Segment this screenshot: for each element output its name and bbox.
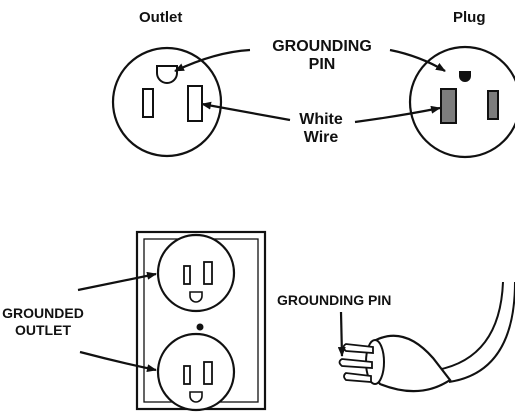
plug-blade-wide bbox=[440, 88, 457, 124]
arrow-grounding-to-plug bbox=[389, 48, 446, 72]
arrow-whitewire-to-plug bbox=[354, 105, 441, 124]
plug-blade-narrow bbox=[487, 90, 499, 120]
plug-ground-pin bbox=[459, 71, 471, 82]
wall-plate bbox=[135, 230, 267, 412]
outlet-title: Outlet bbox=[139, 9, 183, 26]
arrow-whitewire-to-outlet bbox=[201, 101, 291, 122]
arrow-grounded-to-lower bbox=[79, 350, 157, 373]
grounding-pin-label-line2: PIN bbox=[308, 56, 336, 73]
upper-receptacle bbox=[156, 233, 236, 313]
outlet-face bbox=[111, 46, 223, 158]
arrow-grounding-to-outlet bbox=[174, 48, 251, 72]
white-wire-label-line1: White bbox=[299, 111, 343, 128]
lower-receptacle bbox=[156, 332, 236, 412]
arrow-grounding-pin-down bbox=[337, 311, 346, 357]
grounded-outlet-label-line2: OUTLET bbox=[15, 322, 71, 338]
plug-title: Plug bbox=[453, 9, 486, 26]
grounded-outlet-label-line1: GROUNDED bbox=[2, 305, 84, 321]
grounding-pin-bottom-label: GROUNDING PIN bbox=[277, 292, 392, 308]
outlet-ground-hole bbox=[156, 65, 178, 84]
plate-screw bbox=[196, 323, 204, 331]
outlet-slot-right bbox=[187, 85, 203, 122]
plug-face bbox=[408, 45, 515, 159]
grounding-pin-label-line1: GROUNDING bbox=[272, 38, 372, 55]
outlet-slot-left bbox=[142, 88, 154, 118]
arrow-grounded-to-upper bbox=[77, 271, 157, 292]
white-wire-label-line2: Wire bbox=[303, 129, 339, 146]
